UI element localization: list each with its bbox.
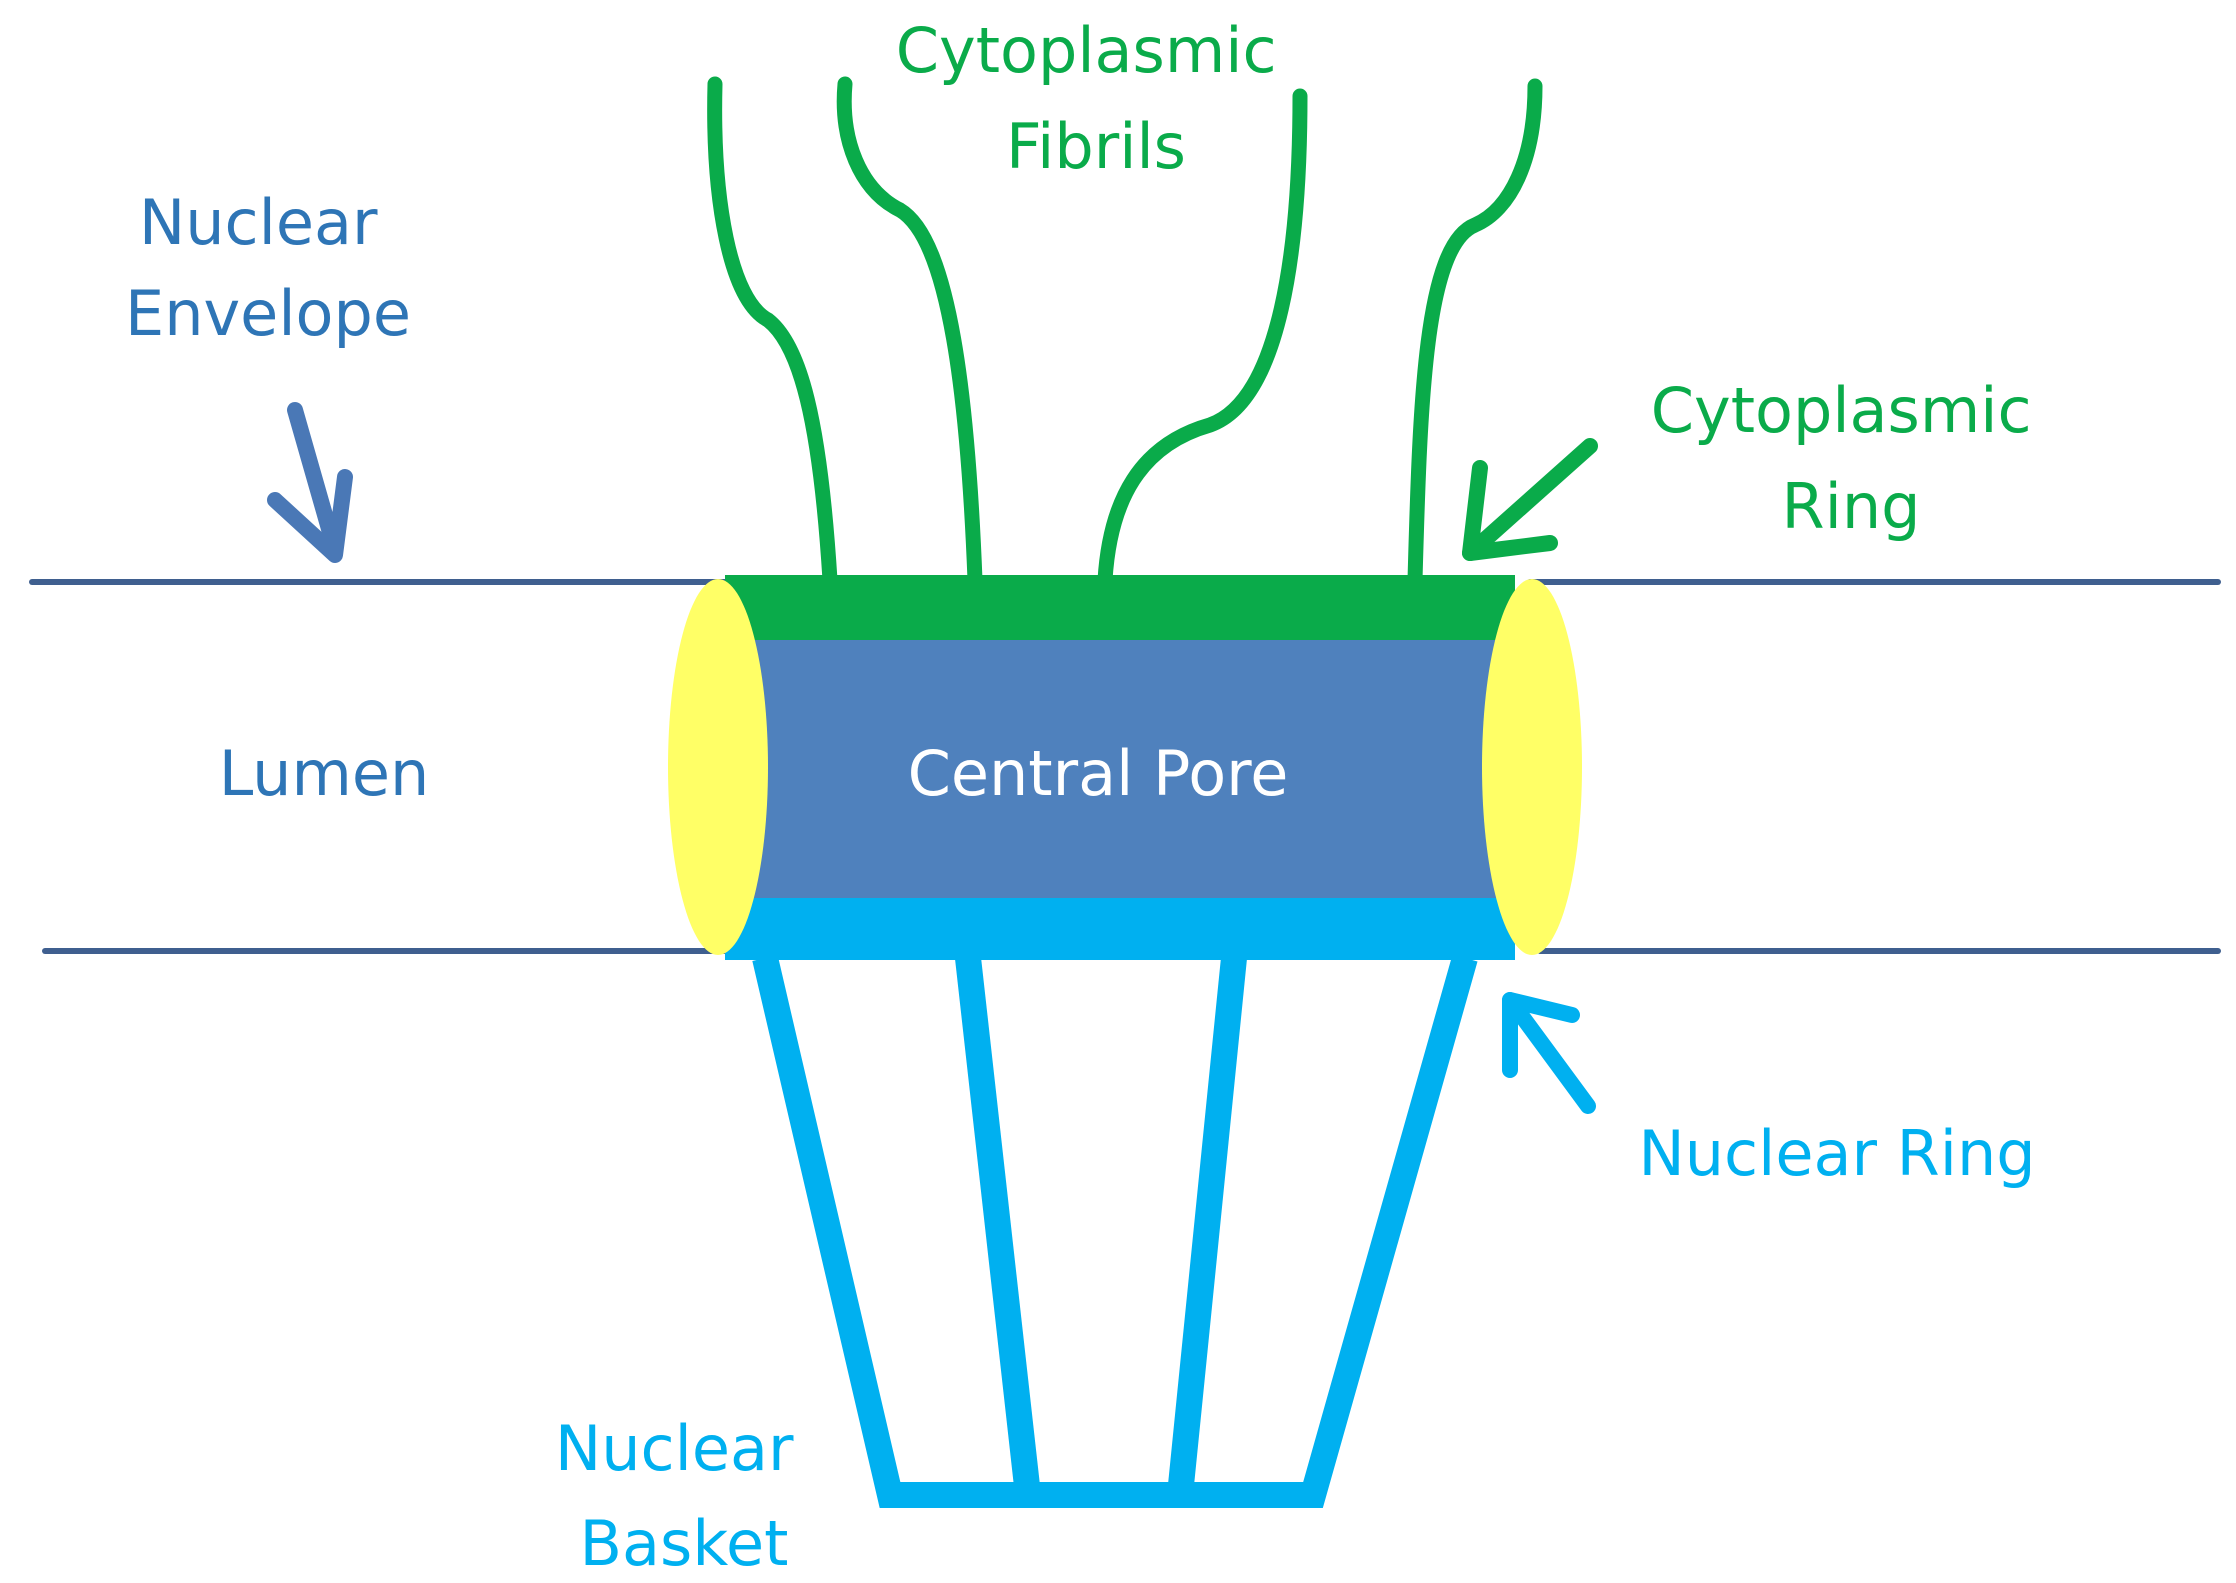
fibril-2: [836, 76, 983, 588]
nuclear-envelope-arrow: [267, 402, 353, 563]
pore-complex: [668, 575, 1582, 960]
nuclear-basket: [752, 954, 1478, 1508]
nuclear-ring-label: Nuclear Ring: [1638, 1117, 2035, 1190]
basket-outline: [752, 954, 1478, 1508]
nuclear-ring: [725, 898, 1515, 960]
cytoplasmic-fibrils: [707, 76, 1543, 588]
nuclear-envelope-label: Nuclear Envelope: [125, 186, 411, 350]
cytoplasmic-ring-label: Cytoplasmic Ring: [1651, 374, 2052, 543]
pointer-arrows: [267, 402, 1598, 1114]
membrane-cap-left: [668, 579, 768, 955]
nuclear-basket-label: Nuclear Basket: [555, 1412, 813, 1580]
cytoplasmic-ring-arrow: [1462, 438, 1598, 561]
basket-strut-left: [955, 956, 1041, 1497]
fibril-4: [1407, 78, 1543, 588]
membrane-cap-right: [1482, 579, 1582, 955]
central-pore-label: Central Pore: [908, 737, 1289, 810]
cytoplasmic-ring: [725, 575, 1515, 640]
fibril-1: [707, 76, 838, 588]
central-pore-body: [735, 640, 1510, 898]
lumen-label: Lumen: [219, 737, 430, 810]
cytoplasmic-fibrils-label: Cytoplasmic Fibrils: [896, 14, 1297, 183]
labels: Cytoplasmic Fibrils Nuclear Envelope Cyt…: [125, 14, 2052, 1580]
nuclear-ring-arrow: [1502, 992, 1596, 1114]
basket-strut-right: [1167, 956, 1247, 1497]
nuclear-envelope-membranes: [29, 579, 2221, 954]
fibril-3: [1097, 88, 1308, 588]
